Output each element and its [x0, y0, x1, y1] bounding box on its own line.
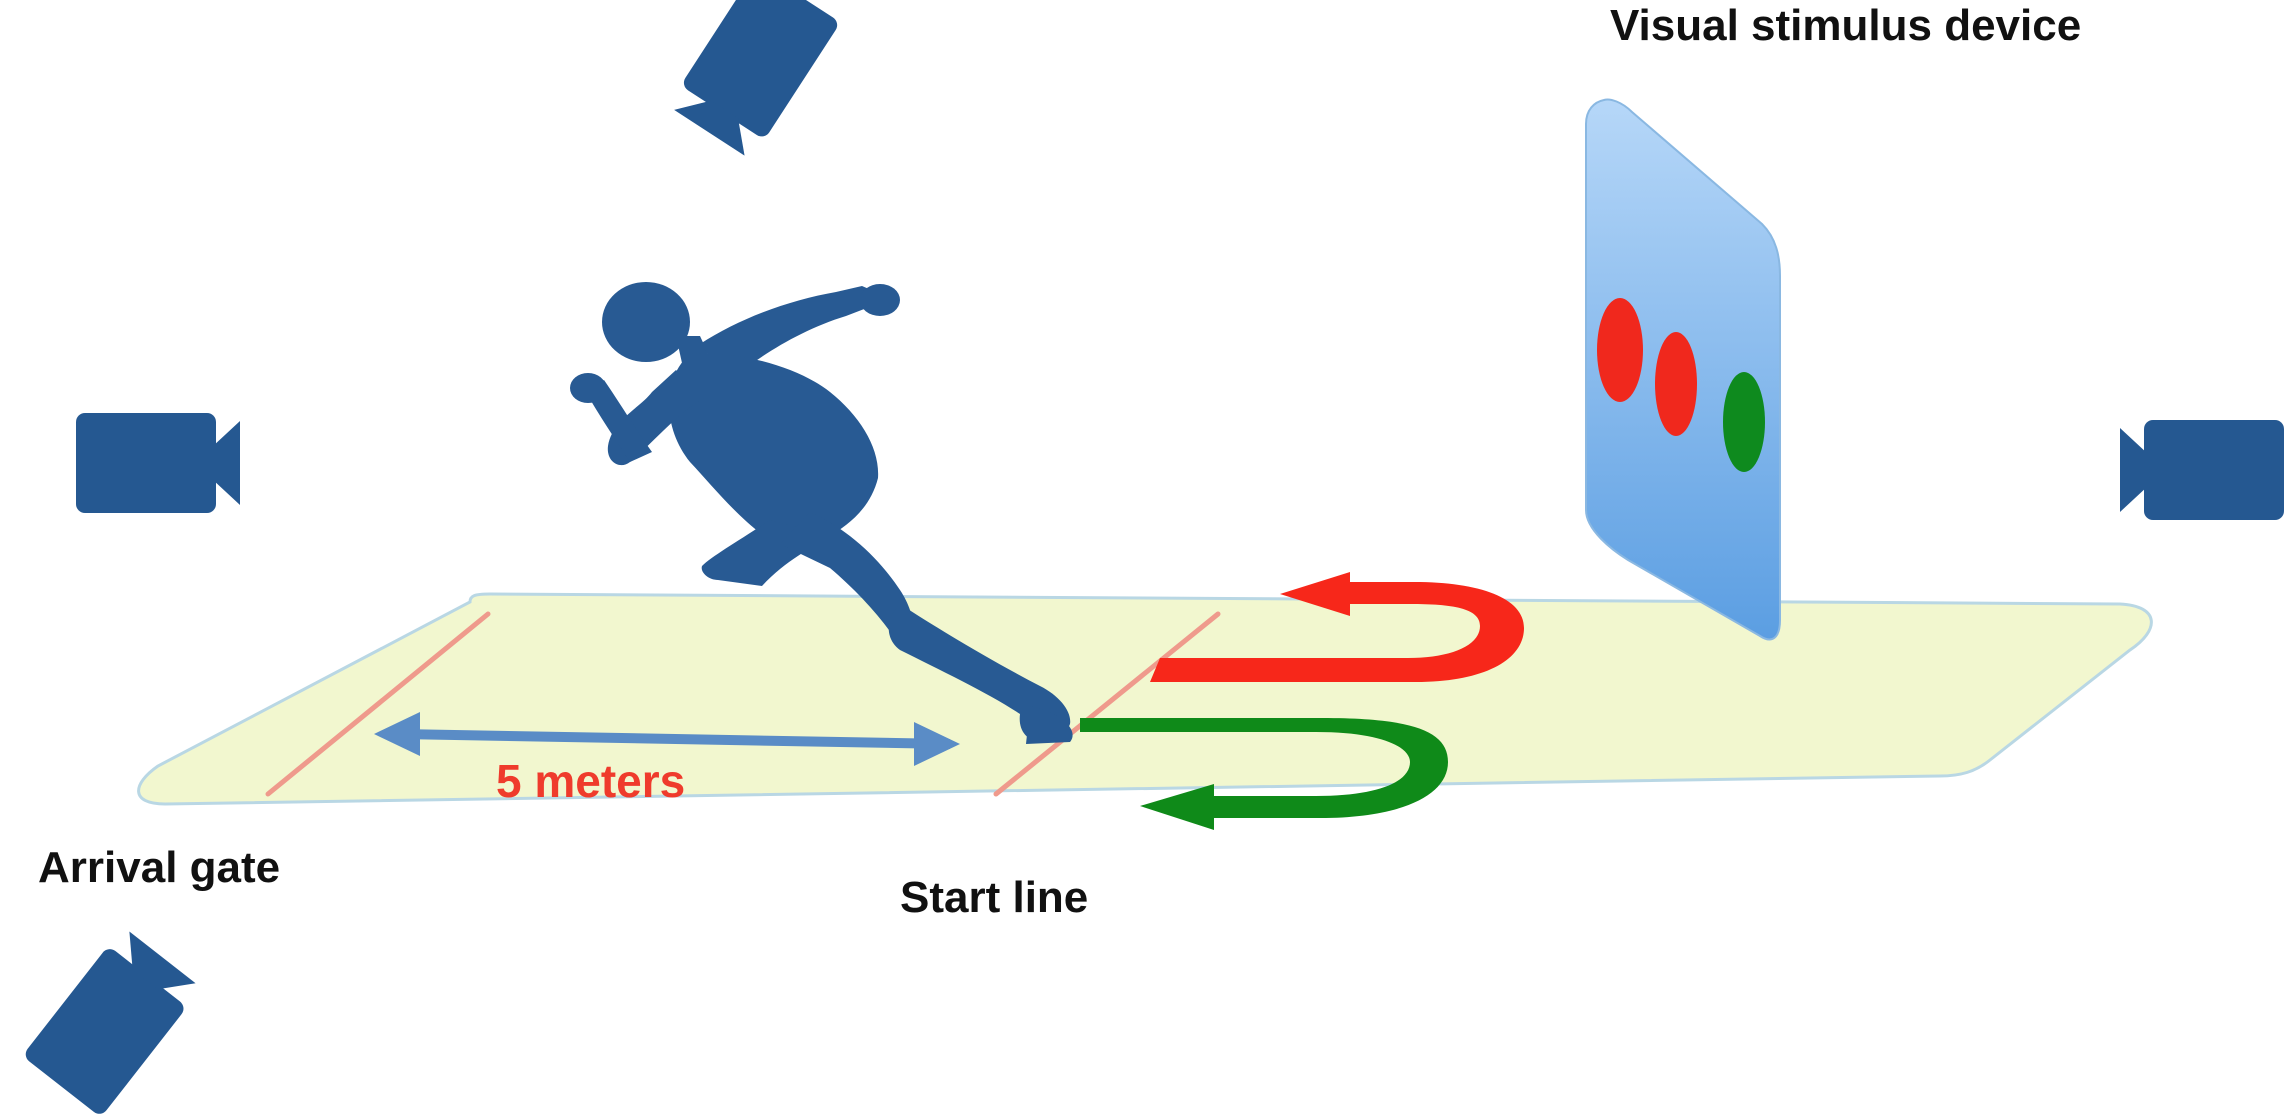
visual-stimulus-device-label: Visual stimulus device: [1610, 1, 2082, 50]
stimulus-light-red-1-icon: [1597, 298, 1643, 402]
video-camera-icon-right: [2120, 420, 2284, 520]
video-camera-icon-bottom-left: [22, 926, 202, 1118]
red-u-turn-arrow-icon: [1150, 572, 1524, 682]
video-camera-icon-left: [76, 413, 240, 513]
start-line-label: Start line: [900, 873, 1089, 922]
visual-stimulus-panel: [1585, 98, 1781, 641]
stimulus-light-green-icon: [1723, 372, 1765, 472]
distance-label: 5 meters: [496, 755, 686, 807]
arrival-gate-line: [265, 611, 491, 797]
arrival-gate-label: Arrival gate: [38, 843, 281, 892]
start-line-marker: [993, 611, 1221, 797]
track-surface: [137, 592, 2153, 806]
green-u-turn-arrow-icon: [1080, 718, 1448, 830]
distance-arrow-icon: [374, 712, 960, 766]
video-camera-icon-top: [667, 0, 841, 161]
stimulus-light-red-2-icon: [1655, 332, 1697, 436]
sprinter-silhouette-icon: [570, 282, 1073, 744]
